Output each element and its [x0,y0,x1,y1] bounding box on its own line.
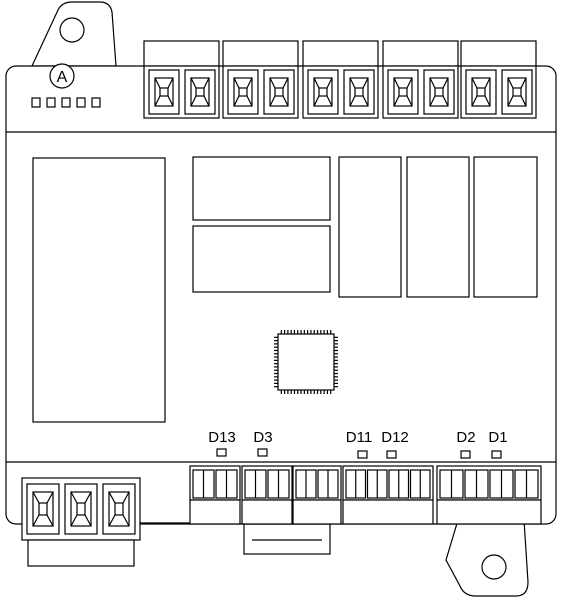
bottom-connector [292,465,342,525]
top-terminal-block [382,40,459,119]
screw-terminal [423,69,455,115]
bottom-left-terminal-block [21,477,141,567]
top-mounting-hole [59,17,85,43]
led-label-d3: D3 [253,429,272,446]
relay-right-3 [473,156,538,298]
led-indicators [216,448,502,459]
top-mounting-tab [31,1,117,67]
relay-lower [192,225,331,293]
marker-a: A [49,63,75,89]
screw-terminal [26,483,60,535]
top-terminal-block [460,40,537,119]
bottom-center-tab [243,523,331,555]
screw-terminal [102,483,136,535]
led-d12 [386,450,397,459]
relay-right-2 [406,156,470,298]
screw-terminal [263,69,295,115]
top-terminal-block [222,40,299,119]
led-label-d2: D2 [456,429,475,446]
led-d11 [357,450,368,459]
led-labels: D13 D3 D11 D12 D2 D1 [208,429,507,446]
screw-terminal [387,69,419,115]
bottom-connector [436,465,542,525]
bottom-mounting-hole [481,554,507,580]
led-d1 [491,450,502,459]
led-label-d13: D13 [208,429,236,446]
screw-terminal [465,69,497,115]
bottom-mounting-tab [445,519,529,597]
top-terminal-block [302,40,379,119]
bottom-connector [342,465,434,525]
led-d13 [216,448,227,457]
relay-upper [192,156,331,221]
led-d2 [460,450,471,459]
top-terminal-block [143,40,220,119]
screw-terminal [343,69,375,115]
microchip [274,330,338,394]
left-panel [32,157,166,423]
bottom-connectors [140,465,542,525]
chip-body [277,333,335,391]
marker-a-label: A [57,69,68,86]
bottom-connector [241,465,293,525]
top-terminal-blocks [143,40,537,119]
led-d3 [257,448,268,457]
relay-right-1 [338,156,402,298]
screw-terminal [184,69,216,115]
led-label-d12: D12 [381,429,409,446]
screw-terminal [148,69,180,115]
led-label-d11: D11 [346,429,372,446]
status-leds [31,97,101,108]
screw-terminal [227,69,259,115]
screw-terminal [501,69,533,115]
screw-terminal [307,69,339,115]
led-label-d1: D1 [488,429,507,446]
screw-terminal [64,483,98,535]
bottom-connector [189,465,241,525]
